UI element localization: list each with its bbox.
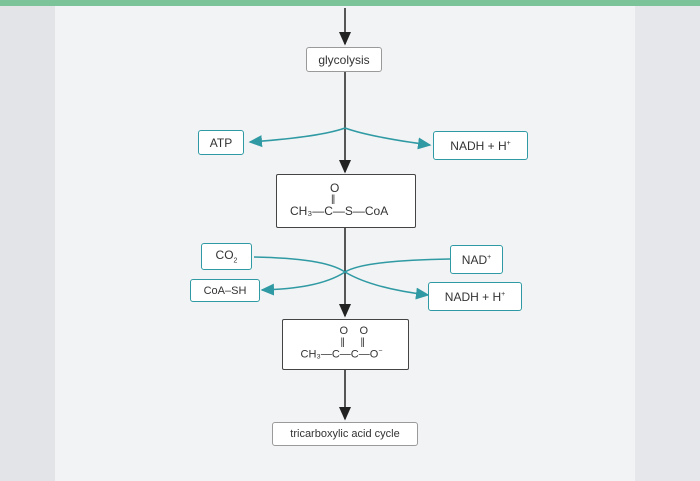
acetyl-double-bond: ||: [331, 194, 335, 205]
nadh-box-2[interactable]: NADH + H+: [428, 282, 522, 311]
pyruvate-structure: O O || || CH₃—C—C—O−: [291, 325, 401, 365]
branch-to-nadh-1: [344, 127, 432, 150]
curve-co2: [253, 256, 346, 273]
co2-label: CO2: [215, 248, 238, 265]
atp-box[interactable]: ATP: [198, 130, 244, 155]
tca-label: tricarboxylic acid cycle: [290, 428, 400, 440]
top-bar: [0, 0, 700, 6]
nad-box[interactable]: NAD+: [450, 245, 503, 274]
atp-label: ATP: [209, 135, 233, 150]
pyruvate-double-bond-2: ||: [360, 336, 365, 348]
acetyl-carbonyl-o: O: [330, 181, 340, 195]
acetyl-coa-structure: O || CH₃—C—S—CoA: [286, 181, 406, 221]
branch-to-atp: [248, 127, 346, 148]
pyruvate-box: O O || || CH₃—C—C—O−: [282, 319, 409, 370]
pyruvate-o1: O: [339, 324, 349, 337]
acetyl-coa-box: O || CH₃—C—S—CoA: [276, 174, 416, 228]
pyruvate-formula: CH₃—C—C—O−: [300, 347, 383, 361]
branch-to-nadh-2: [344, 271, 430, 300]
curve-nad: [344, 258, 451, 273]
branch-to-coash: [260, 271, 346, 296]
nad-label: NAD+: [461, 252, 492, 267]
tca-box: tricarboxylic acid cycle: [272, 422, 418, 446]
nadh-label-1: NADH + H+: [450, 138, 511, 153]
glycolysis-box: glycolysis: [306, 47, 382, 72]
pyruvate-o2: O: [359, 324, 369, 337]
coash-label: CoA–SH: [203, 284, 247, 297]
co2-box[interactable]: CO2: [201, 243, 252, 270]
pyruvate-double-bond-1: ||: [340, 336, 345, 348]
left-margin: [0, 6, 55, 481]
right-margin: [635, 6, 700, 481]
nadh-label-2: NADH + H+: [444, 289, 506, 304]
glycolysis-label: glycolysis: [318, 52, 370, 67]
nadh-box-1[interactable]: NADH + H+: [433, 131, 528, 160]
acetyl-formula: CH₃—C—S—CoA: [290, 204, 389, 218]
coash-box[interactable]: CoA–SH: [190, 279, 260, 302]
